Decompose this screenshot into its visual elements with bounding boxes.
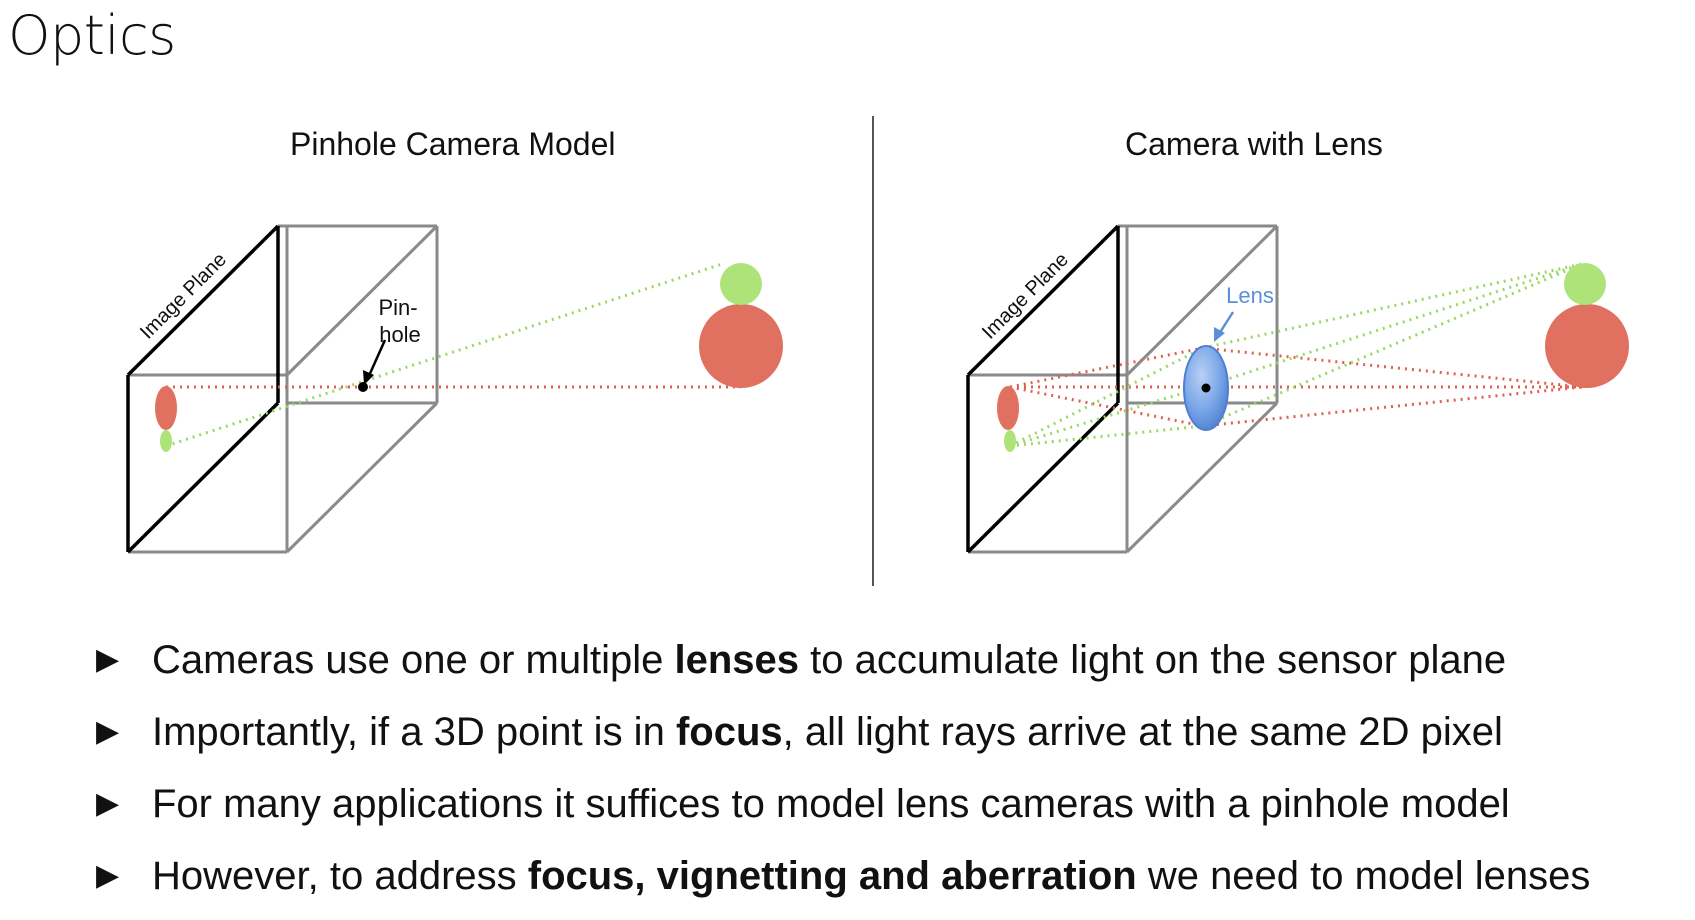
green-ray	[165, 262, 723, 448]
lens-center-point	[1201, 383, 1211, 393]
bullet-item: ▶Importantly, if a 3D point is in focus,…	[96, 704, 1590, 776]
lens-camera-diagram: Lens Image Plane	[966, 224, 1629, 554]
triangle-right-icon: ▶	[96, 715, 120, 748]
camera-box-gray	[128, 224, 439, 554]
image-plane-label-right: Image Plane	[978, 249, 1073, 344]
red-object	[699, 304, 783, 388]
lens-label: Lens	[1226, 283, 1274, 308]
bullet-list: ▶Cameras use one or multiple lenses to a…	[96, 632, 1590, 920]
image-plane-dark	[126, 224, 280, 554]
bullet-item: ▶However, to address focus, vignetting a…	[96, 848, 1590, 920]
triangle-right-icon: ▶	[96, 643, 120, 676]
green-object-right	[1564, 263, 1606, 305]
green-projection	[160, 430, 172, 452]
pinhole-camera-diagram: Pin- hole Image Plane	[126, 224, 783, 554]
right-panel-title: Camera with Lens	[1125, 126, 1383, 162]
triangle-right-icon: ▶	[96, 787, 120, 820]
slide-title: Optics	[8, 4, 176, 67]
pinhole-arrow	[366, 339, 387, 379]
bullet-item: ▶For many applications it suffices to mo…	[96, 776, 1590, 848]
triangle-right-icon: ▶	[96, 859, 120, 892]
green-projection-right	[1004, 430, 1016, 452]
red-projection	[155, 386, 177, 430]
lens-arrowhead	[1214, 327, 1225, 342]
red-rays	[1009, 346, 1583, 428]
pinhole-label-line2: hole	[379, 322, 421, 347]
green-rays	[1009, 262, 1583, 448]
green-object	[720, 263, 762, 305]
pinhole-arrowhead	[363, 370, 374, 385]
lens-arrow	[1217, 311, 1235, 335]
red-object-right	[1545, 304, 1629, 388]
image-plane-dark-right	[966, 224, 1120, 554]
pinhole-point	[358, 382, 368, 392]
panel-divider	[872, 116, 874, 586]
pinhole-label-line1: Pin-	[378, 295, 417, 320]
optics-diagram: Pin- hole Image Plane	[126, 224, 1629, 554]
image-plane-label-left: Image Plane	[136, 249, 231, 344]
bullet-item: ▶Cameras use one or multiple lenses to a…	[96, 632, 1590, 704]
red-projection-right	[997, 386, 1019, 430]
left-panel-title: Pinhole Camera Model	[290, 126, 616, 162]
